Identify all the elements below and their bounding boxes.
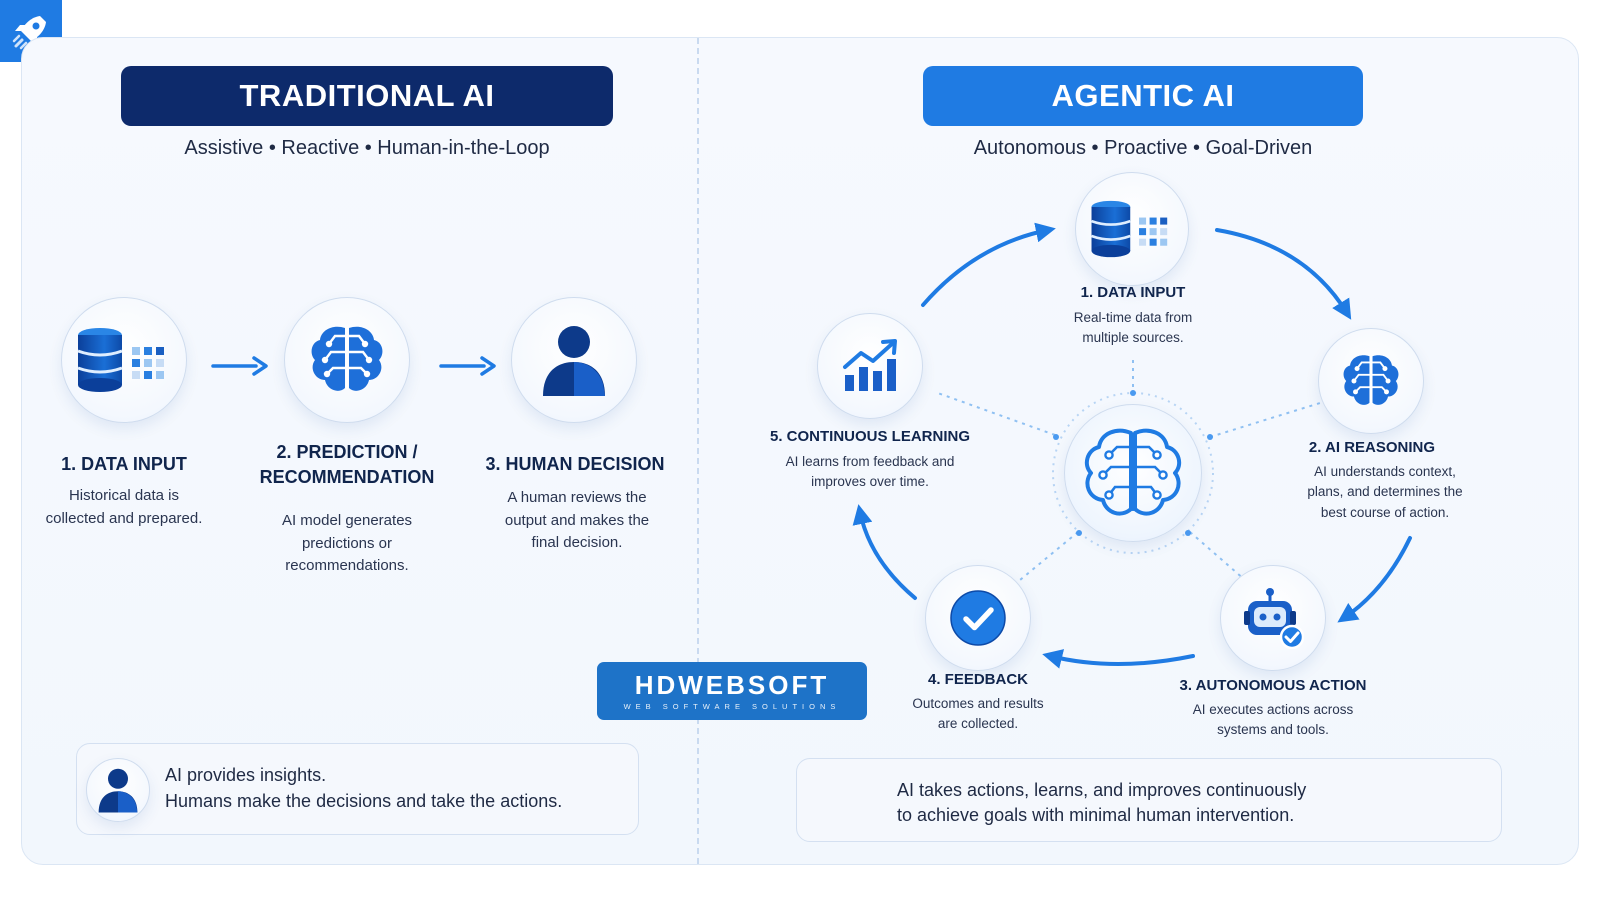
agentic-step3-title: 3. AUTONOMOUS ACTION	[1179, 677, 1367, 694]
agentic-core-node	[1064, 404, 1202, 542]
agentic-feedback-node	[925, 565, 1031, 671]
cycle-arrow-action-to-feedback	[1042, 649, 1195, 669]
summary-person-avatar	[86, 758, 150, 822]
person-icon	[98, 768, 138, 813]
agentic-ai-subtitle: Autonomous • Proactive • Goal-Driven	[973, 137, 1313, 159]
cycle-arrow-learning-to-input	[921, 222, 1056, 307]
trad-step3-desc: A human reviews the output and makes the…	[504, 489, 650, 551]
checkmark-icon	[950, 590, 1006, 646]
panel-divider	[697, 38, 699, 864]
agentic-step3-desc: AI executes actions across systems and t…	[1192, 702, 1354, 738]
trad-arrow-1	[211, 356, 268, 376]
database-icon	[77, 328, 164, 392]
traditional-summary-box	[76, 743, 639, 835]
brain-circuit-icon	[1084, 428, 1182, 516]
agentic-step4-title: 4. FEEDBACK	[927, 671, 1028, 688]
agentic-step2-title: 2. AI REASONING	[1308, 439, 1436, 456]
brain-icon	[311, 326, 383, 391]
logo-tagline: WEB SOFTWARE SOLUTIONS	[623, 701, 841, 711]
cycle-arrow-feedback-to-learning	[852, 504, 917, 600]
agentic-ai-title: AGENTIC AI	[923, 66, 1363, 126]
trad-step1-desc: Historical data is collected and prepare…	[45, 487, 203, 527]
logo-name: HDWEBSOFT	[634, 669, 830, 700]
agentic-step2-desc: AI understands context, plans, and deter…	[1307, 464, 1463, 520]
robot-icon	[1244, 588, 1304, 649]
trad-step3-title: 3. HUMAN DECISION	[485, 454, 665, 474]
trad-arrow-2	[439, 356, 496, 376]
agentic-action-node	[1220, 565, 1326, 671]
agentic-reasoning-node	[1318, 328, 1424, 434]
agentic-summary-line2: to achieve goals with minimal human inte…	[897, 805, 1295, 825]
agentic-summary-box	[796, 758, 1502, 842]
trad-step1-title: 1. DATA INPUT	[61, 454, 187, 474]
trad-prediction-node	[284, 297, 410, 423]
agentic-step5-desc: AI learns from feedback and improves ove…	[785, 454, 955, 490]
hdwebsoft-logo: HDWEBSOFT WEB SOFTWARE SOLUTIONS	[597, 662, 867, 720]
agentic-data-input-node	[1075, 172, 1189, 286]
trad-step2-desc: AI model generates predictions or recomm…	[281, 512, 413, 574]
trad-data-input-node	[61, 297, 187, 423]
diagram-frame	[21, 37, 1579, 865]
traditional-summary-line2: Humans make the decisions and take the a…	[165, 791, 563, 811]
cycle-arrow-reasoning-to-action	[1337, 536, 1412, 623]
traditional-ai-subtitle: Assistive • Reactive • Human-in-the-Loop	[184, 137, 550, 159]
agentic-step5-title: 5. CONTINUOUS LEARNING	[769, 428, 970, 445]
agentic-step1-title: 1. DATA INPUT	[1080, 284, 1186, 301]
traditional-summary-line1: AI provides insights.	[165, 765, 327, 785]
trad-human-decision-node	[511, 297, 637, 423]
trad-step2-title: 2. PREDICTION / RECOMMENDATION	[259, 442, 435, 488]
agentic-learning-node	[817, 313, 923, 419]
person-icon	[543, 326, 605, 396]
agentic-step4-desc: Outcomes and results are collected.	[912, 696, 1044, 732]
cycle-arrow-input-to-reasoning	[1215, 228, 1352, 320]
traditional-ai-title: TRADITIONAL AI	[121, 66, 613, 126]
agentic-summary-line1: AI takes actions, learns, and improves c…	[897, 780, 1307, 800]
database-icon	[1091, 200, 1168, 258]
brain-icon	[1343, 355, 1399, 405]
agentic-step1-desc: Real-time data from multiple sources.	[1073, 310, 1193, 346]
growth-chart-icon	[843, 339, 897, 391]
